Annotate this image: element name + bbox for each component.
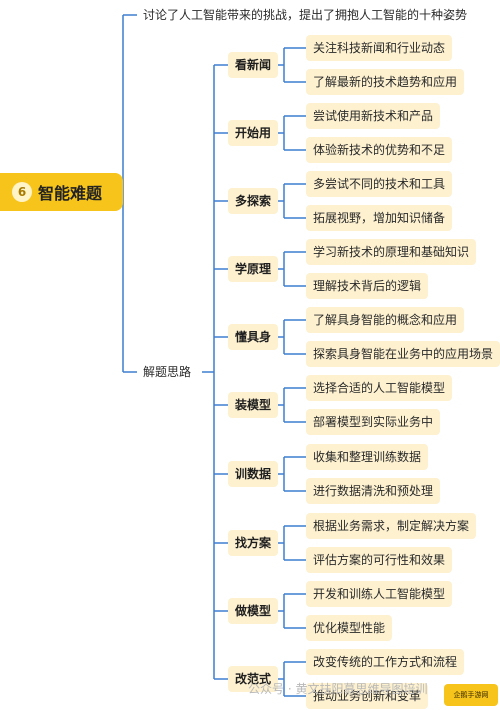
- leaf-node[interactable]: 了解具身智能的概念和应用: [306, 307, 465, 333]
- leaf-node[interactable]: 多尝试不同的技术和工具: [306, 171, 453, 197]
- branch-label[interactable]: 解题思路: [143, 365, 192, 379]
- leaf-node[interactable]: 了解最新的技术趋势和应用: [306, 69, 465, 95]
- category-node[interactable]: 训数据: [228, 461, 279, 487]
- leaf-node[interactable]: 部署模型到实际业务中: [306, 409, 441, 435]
- leaf-node[interactable]: 开发和训练人工智能模型: [306, 581, 453, 607]
- category-node[interactable]: 找方案: [228, 530, 279, 556]
- leaf-node[interactable]: 探索具身智能在业务中的应用场景: [306, 341, 500, 367]
- category-node[interactable]: 看新闻: [228, 52, 279, 78]
- leaf-node[interactable]: 评估方案的可行性和效果: [306, 547, 453, 573]
- site-badge: 企鹅手游网: [444, 684, 498, 706]
- category-node[interactable]: 学原理: [228, 256, 279, 282]
- leaf-node[interactable]: 体验新技术的优势和不足: [306, 137, 453, 163]
- leaf-node[interactable]: 推动业务创新和变革: [306, 683, 429, 709]
- category-node[interactable]: 装模型: [228, 392, 279, 418]
- leaf-node[interactable]: 改变传统的工作方式和流程: [306, 649, 465, 675]
- root-label: 智能难题: [38, 184, 103, 203]
- category-node[interactable]: 懂具身: [228, 324, 279, 350]
- leaf-node[interactable]: 收集和整理训练数据: [306, 444, 429, 470]
- lightbulb-icon: 6: [12, 182, 32, 202]
- root-node[interactable]: 6 智能难题: [0, 173, 123, 211]
- category-node[interactable]: 改范式: [228, 666, 279, 692]
- category-node[interactable]: 多探索: [228, 188, 279, 214]
- watermark-text: 公众号 · 黄文扶阳慕思维导图培训: [248, 682, 428, 696]
- leaf-node[interactable]: 优化模型性能: [306, 615, 393, 641]
- leaf-node[interactable]: 关注科技新闻和行业动态: [306, 35, 453, 61]
- leaf-node[interactable]: 根据业务需求，制定解决方案: [306, 513, 477, 539]
- leaf-node[interactable]: 拓展视野，增加知识储备: [306, 205, 453, 231]
- category-node[interactable]: 开始用: [228, 120, 279, 146]
- category-node[interactable]: 做模型: [228, 598, 279, 624]
- intro-text[interactable]: 讨论了人工智能带来的挑战，提出了拥抱人工智能的十种姿势: [143, 8, 468, 22]
- leaf-node[interactable]: 选择合适的人工智能模型: [306, 375, 453, 401]
- leaf-node[interactable]: 尝试使用新技术和产品: [306, 103, 441, 129]
- leaf-node[interactable]: 进行数据清洗和预处理: [306, 478, 441, 504]
- leaf-node[interactable]: 学习新技术的原理和基础知识: [306, 239, 477, 265]
- leaf-node[interactable]: 理解技术背后的逻辑: [306, 273, 429, 299]
